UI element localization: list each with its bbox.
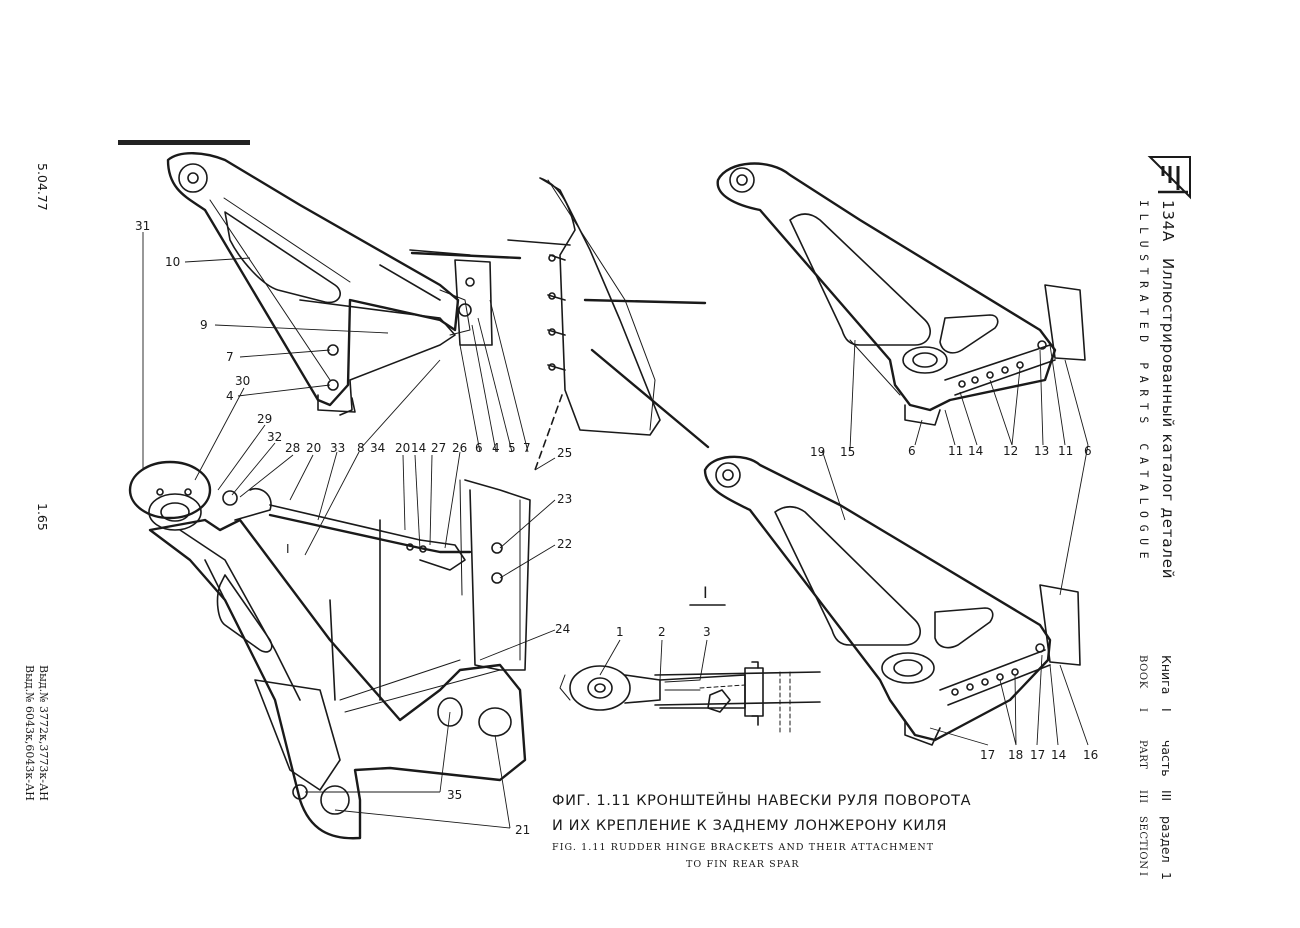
book-label-en: BOOK bbox=[1137, 655, 1148, 689]
callout-r16: 16 bbox=[1083, 748, 1098, 762]
book-label: Книга bbox=[1159, 655, 1174, 694]
section-label-en: SECTION bbox=[1137, 816, 1148, 870]
callout-32: 32 bbox=[267, 430, 282, 444]
callout-r14: 14 bbox=[968, 444, 983, 458]
callout-22: 22 bbox=[557, 537, 572, 551]
callout-5: 5 bbox=[508, 441, 516, 455]
callout-31: 31 bbox=[135, 219, 150, 233]
caption-en-line2: TO FIN REAR SPAR bbox=[686, 859, 800, 870]
detail-I-assembly bbox=[559, 604, 821, 736]
section-number: 1 bbox=[1159, 872, 1174, 880]
callout-29: 29 bbox=[257, 412, 272, 426]
callout-r17b: 17 bbox=[1030, 748, 1045, 762]
callout-numbers: 31 10 9 7 4 30 29 32 28 20 33 8 34 20 14… bbox=[135, 219, 1098, 837]
callout-10: 10 bbox=[165, 255, 180, 269]
left-margin: 5.04.77 1.65 Выд.№ 3772к,3773к-АН Выд.№ … bbox=[23, 163, 50, 801]
detail-callout-2: 2 bbox=[658, 625, 666, 639]
margin-note2: Выд.№ 6043к,6043к-АН bbox=[23, 665, 36, 801]
catalogue-header: 134А Иллюстрированный каталог деталей IL… bbox=[1137, 156, 1191, 880]
callout-r15: 15 bbox=[840, 445, 855, 459]
catalogue-title-ru: Иллюстрированный каталог деталей bbox=[1159, 258, 1177, 579]
callout-8: 8 bbox=[357, 441, 365, 455]
callout-r11b: 11 bbox=[1058, 444, 1073, 458]
callout-28: 28 bbox=[285, 441, 300, 455]
callout-25: 25 bbox=[557, 446, 572, 460]
lower-left-bracket bbox=[128, 460, 531, 840]
callout-35: 35 bbox=[447, 788, 462, 802]
callout-14: 14 bbox=[411, 441, 426, 455]
upper-left-bracket bbox=[166, 152, 522, 416]
callout-20b: 20 bbox=[395, 441, 410, 455]
caption-en-line1: FIG. 1.11 RUDDER HINGE BRACKETS AND THEI… bbox=[552, 842, 934, 853]
tupolev-logo bbox=[1147, 156, 1191, 200]
callout-26: 26 bbox=[452, 441, 467, 455]
callout-7: 7 bbox=[226, 350, 234, 364]
callout-4b: 4 bbox=[492, 441, 500, 455]
leader-lines bbox=[142, 232, 1089, 829]
callout-27: 27 bbox=[431, 441, 446, 455]
callout-20: 20 bbox=[306, 441, 321, 455]
section-label: раздел bbox=[1159, 816, 1174, 863]
section-number-en: I bbox=[1137, 872, 1148, 877]
part-label: часть bbox=[1159, 740, 1174, 777]
callout-r11a: 11 bbox=[948, 444, 963, 458]
part-number: III bbox=[1159, 790, 1174, 801]
detail-callout-3: 3 bbox=[703, 625, 711, 639]
callout-4: 4 bbox=[226, 389, 234, 403]
callout-r6b: 6 bbox=[1084, 444, 1092, 458]
model-number: 134А bbox=[1159, 200, 1177, 242]
callout-r19: 19 bbox=[810, 445, 825, 459]
callout-section-I: I bbox=[286, 542, 290, 556]
callout-23: 23 bbox=[557, 492, 572, 506]
callout-24: 24 bbox=[555, 622, 570, 636]
header-bar bbox=[118, 140, 250, 145]
callout-21: 21 bbox=[515, 823, 530, 837]
lower-right-bracket bbox=[703, 455, 1081, 746]
callout-r12: 12 bbox=[1003, 444, 1018, 458]
detail-callout-1: 1 bbox=[616, 625, 624, 639]
callout-r13: 13 bbox=[1034, 444, 1049, 458]
margin-date: 5.04.77 bbox=[35, 163, 50, 211]
callout-7b: 7 bbox=[523, 441, 531, 455]
part-label-en: PART bbox=[1137, 740, 1148, 769]
catalogue-title-en: ILLUSTRATED PARTS CATALOGUE bbox=[1137, 200, 1151, 565]
caption-ru-line2: И ИХ КРЕПЛЕНИЕ К ЗАДНЕМУ ЛОНЖЕРОНУ КИЛЯ bbox=[552, 818, 947, 834]
caption-ru-line1: ФИГ. 1.11 КРОНШТЕЙНЫ НАВЕСКИ РУЛЯ ПОВОРО… bbox=[552, 791, 971, 809]
callout-r6a: 6 bbox=[908, 444, 916, 458]
book-number: I bbox=[1159, 708, 1174, 712]
figure-caption: ФИГ. 1.11 КРОНШТЕЙНЫ НАВЕСКИ РУЛЯ ПОВОРО… bbox=[552, 791, 971, 870]
part-number-en: III bbox=[1137, 790, 1148, 804]
margin-note1: Выд.№ 3772к,3773к-АН bbox=[37, 665, 50, 801]
callout-30: 30 bbox=[235, 374, 250, 388]
rudder-edge bbox=[507, 177, 710, 471]
callout-34: 34 bbox=[370, 441, 385, 455]
book-number-en: I bbox=[1137, 708, 1148, 713]
margin-page: 1.65 bbox=[35, 503, 50, 531]
callout-33: 33 bbox=[330, 441, 345, 455]
callout-r18: 18 bbox=[1008, 748, 1023, 762]
upper-right-bracket bbox=[716, 162, 1086, 426]
callout-9: 9 bbox=[200, 318, 208, 332]
callout-6: 6 bbox=[475, 441, 483, 455]
callout-r17a: 17 bbox=[980, 748, 995, 762]
callout-r14b: 14 bbox=[1051, 748, 1066, 762]
detail-I-label: I bbox=[703, 583, 708, 602]
